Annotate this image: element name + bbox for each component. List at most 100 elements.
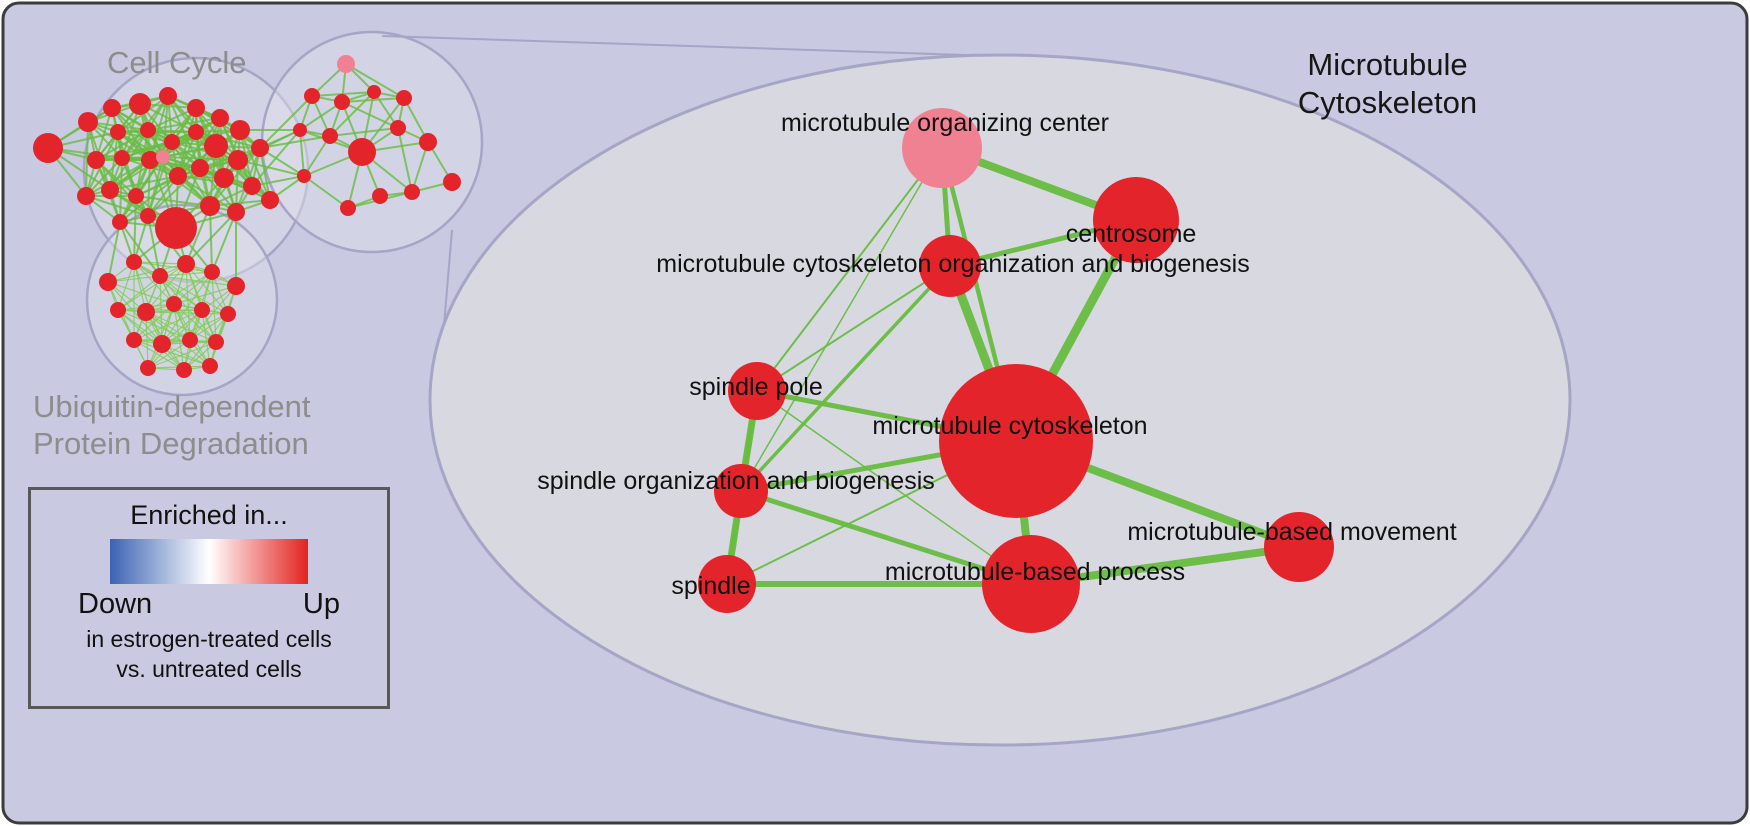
overview-edge <box>133 339 185 371</box>
node-sob <box>714 464 768 518</box>
overview-edge <box>121 157 149 217</box>
overview-edge <box>133 339 217 343</box>
node-spindle <box>698 555 756 613</box>
overview-edge <box>161 313 229 345</box>
overview-node <box>293 123 307 137</box>
overview-edge <box>173 303 185 371</box>
overview-edge <box>85 121 89 197</box>
overview-node <box>166 296 182 312</box>
node-label-centrosome: centrosome <box>1066 220 1197 248</box>
edge-sob-mbp <box>740 488 1032 587</box>
overview-cross-edge <box>185 205 211 265</box>
overview-node <box>251 139 269 157</box>
overview-node <box>140 360 156 376</box>
overview-cross-edge <box>211 211 237 273</box>
node-centrosome <box>1093 177 1179 263</box>
overview-node <box>77 187 95 205</box>
overview-edge <box>117 263 187 311</box>
overview-cross-edge <box>237 159 305 177</box>
overview-node <box>297 169 311 183</box>
zoom-cluster-title: Microtubule Cytoskeleton <box>1285 46 1490 122</box>
overview-node <box>204 134 228 158</box>
overview-node <box>204 264 220 280</box>
overview-node <box>337 55 355 73</box>
overview-node <box>191 159 209 177</box>
overview-edge <box>147 129 197 133</box>
node-label-sp: spindle pole <box>689 373 822 401</box>
overview-node <box>322 128 338 144</box>
overview-edge <box>147 341 217 369</box>
overview-edge <box>117 275 161 311</box>
overview-edge <box>109 141 173 191</box>
overview-node <box>126 332 142 348</box>
overview-edge <box>85 195 149 217</box>
cluster-label-cell-cycle: Cell Cycle <box>107 45 247 80</box>
overview-edge <box>133 303 175 341</box>
legend: Enriched in... Down Up in estrogen-treat… <box>28 487 390 709</box>
cluster-label-ubiquitin: Ubiquitin-dependent Protein Degradation <box>33 388 311 462</box>
overview-edge <box>119 157 123 223</box>
overview-node <box>396 90 412 106</box>
edge-mco-sob <box>739 264 952 493</box>
node-moc <box>902 108 982 188</box>
overview-node <box>372 188 388 204</box>
overview-node <box>155 207 197 249</box>
overview-node <box>137 303 155 321</box>
overview-node <box>202 358 218 374</box>
overview-edge <box>145 311 229 315</box>
zoom-title-line2: Cytoskeleton <box>1297 85 1478 120</box>
overview-node <box>227 277 245 295</box>
overview-node <box>211 109 229 127</box>
node-label-mbm: microtubule-based movement <box>1127 518 1456 546</box>
overview-edge <box>185 263 191 341</box>
overview-node <box>110 302 126 318</box>
overview-node <box>140 122 156 138</box>
overview-edge <box>173 303 217 343</box>
node-mbp <box>982 535 1080 633</box>
legend-caption-line2: vs. untreated cells <box>116 656 302 682</box>
legend-caption: in estrogen-treated cells vs. untreated … <box>86 624 331 684</box>
overview-edge <box>147 309 203 369</box>
legend-downup-row: Down Up <box>78 588 340 621</box>
legend-down-label: Down <box>78 588 153 620</box>
zoom-title-line1: Microtubule <box>1307 47 1468 82</box>
overview-edge <box>173 285 237 305</box>
legend-gradient-bar <box>110 539 308 584</box>
overview-node <box>261 191 279 209</box>
overview-edge <box>119 175 179 223</box>
overview-node <box>208 334 224 350</box>
overview-node <box>390 120 406 136</box>
overview-edge <box>299 129 305 177</box>
overview-node <box>228 150 248 170</box>
overview-node <box>129 93 151 115</box>
overview-edge <box>149 107 197 161</box>
overview-edge <box>117 131 164 158</box>
overview-node <box>141 151 159 169</box>
overview-edge <box>311 91 375 97</box>
overview-edge <box>145 311 217 343</box>
overview-node <box>114 150 130 166</box>
overview-edge <box>85 159 151 197</box>
overview-edge <box>329 127 399 137</box>
edge-moc-sp <box>756 147 943 392</box>
overview-node <box>220 306 236 322</box>
overview-cross-edge <box>251 129 301 187</box>
overview-cross-edge <box>259 95 313 149</box>
overview-node <box>78 112 98 132</box>
overview-node <box>188 124 204 140</box>
overview-node <box>156 150 170 164</box>
overview-node <box>153 335 171 353</box>
overview-node <box>194 302 210 318</box>
overview-node <box>230 120 250 140</box>
overview-edge <box>345 63 405 99</box>
overview-node <box>99 273 117 291</box>
overview-cross-edge <box>185 211 237 265</box>
overview-edge <box>133 261 175 305</box>
overview-node <box>128 188 144 204</box>
overview-node <box>243 177 261 195</box>
overview-edge <box>133 309 203 341</box>
legend-up-label: Up <box>302 588 340 620</box>
node-label-mbp: microtubule-based process <box>885 558 1185 586</box>
overview-node <box>103 99 121 117</box>
